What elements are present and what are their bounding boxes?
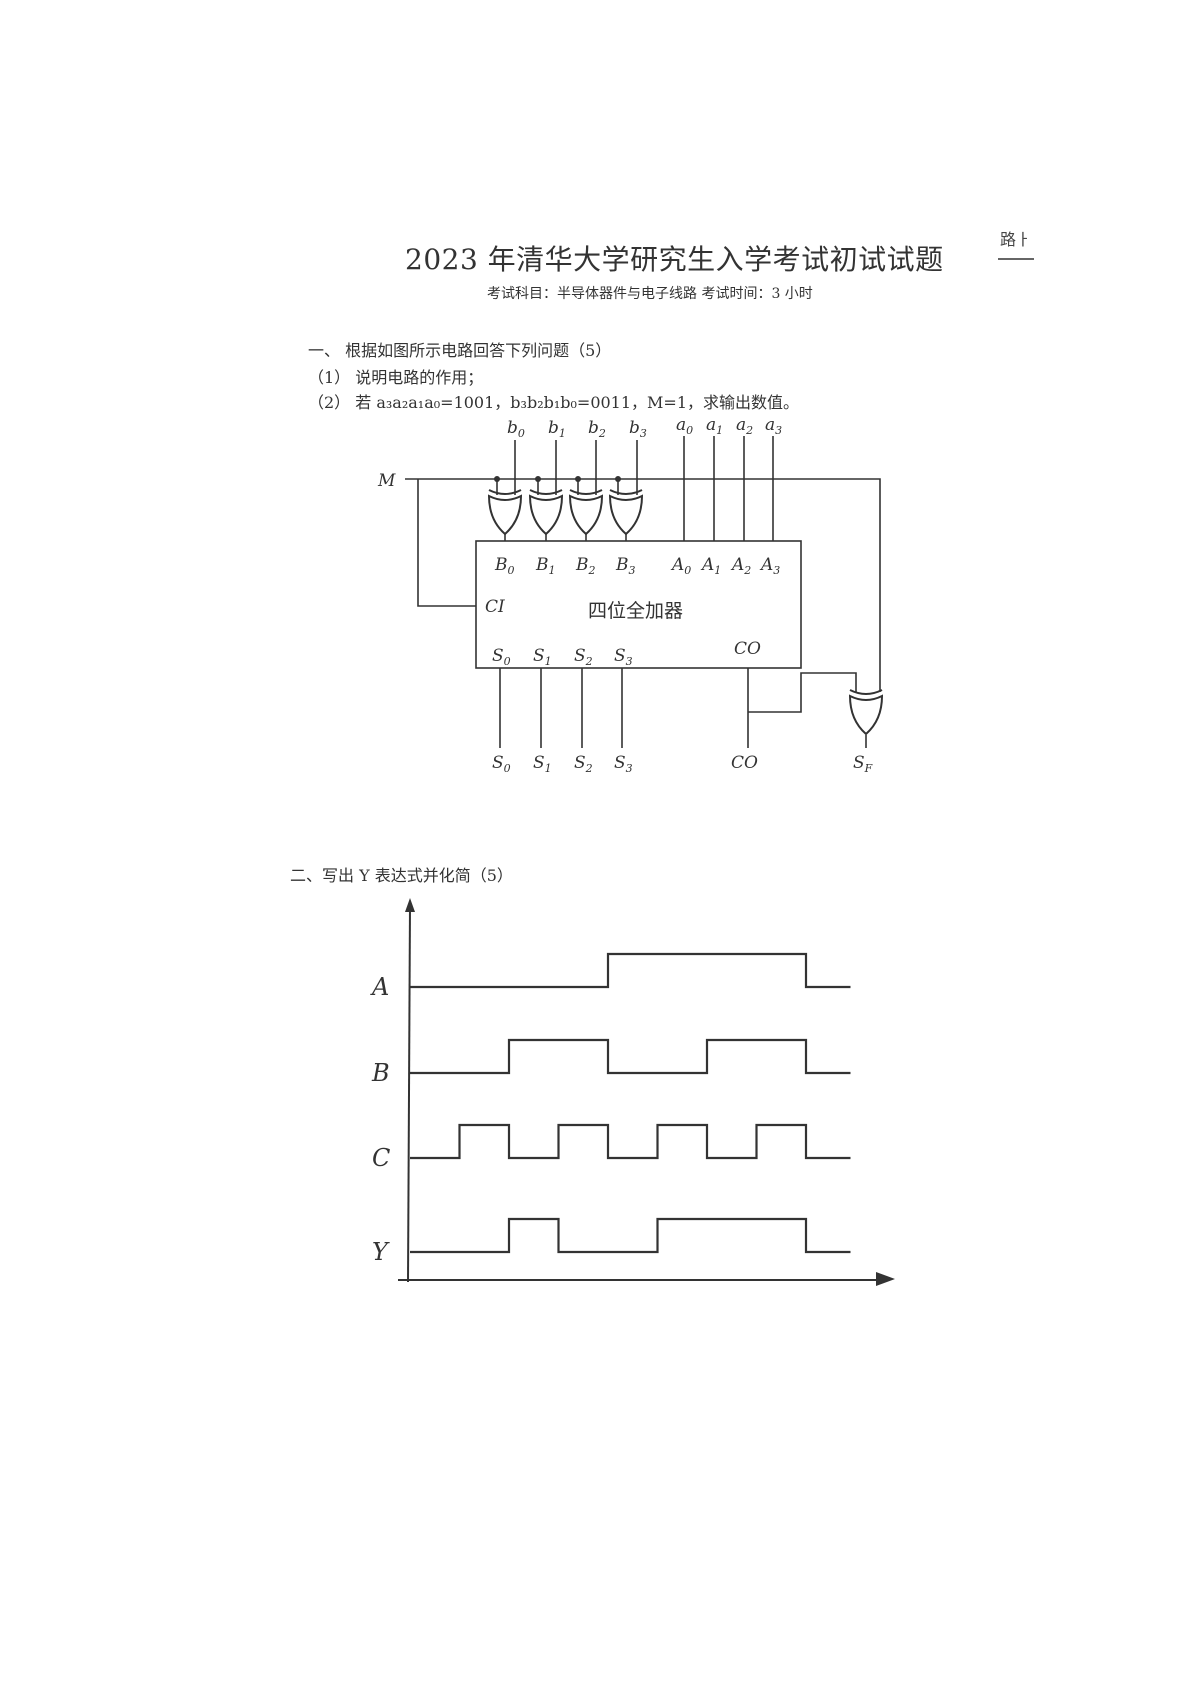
adder-pin-CI: CI <box>485 597 505 617</box>
y-axis-arrow-icon <box>405 898 415 912</box>
adder-circuit-diagram: b0B0b1B1b2B2b3B3a0A0a1A1a2A2a3A3S0S0S1S1… <box>377 415 884 775</box>
xor-gate-b2 <box>568 489 604 536</box>
input-label-a2: a2 <box>736 415 753 437</box>
question1-heading: 一、 根据如图所示电路回答下列问题（5） <box>308 341 612 360</box>
carry-out-wire <box>747 668 857 748</box>
junction-dot <box>615 476 621 482</box>
junction-dot <box>494 476 500 482</box>
mode-line <box>405 478 881 692</box>
full-adder-box <box>475 540 802 669</box>
output-label-s2: S2 <box>574 753 593 775</box>
waveform-B <box>410 1038 851 1075</box>
adder-pin-A2: A2 <box>730 555 751 577</box>
adder-pin-B0: B0 <box>494 555 515 577</box>
x-axis-arrow-icon <box>876 1272 895 1286</box>
adder-name: 四位全加器 <box>588 600 683 622</box>
xor-gate-b3 <box>608 489 644 536</box>
output-label-co: CO <box>731 753 758 773</box>
output-label-s1: S1 <box>533 753 552 775</box>
input-label-a1: a1 <box>706 415 723 437</box>
carry-in-wire <box>417 479 476 607</box>
signal-label-B: B <box>371 1059 390 1087</box>
input-label-b3: b3 <box>629 418 647 440</box>
adder-pin-B2: B2 <box>575 555 596 577</box>
output-label-s3: S3 <box>614 753 633 775</box>
junction-dot <box>535 476 541 482</box>
question2-heading: 二、写出 Y 表达式并化简（5） <box>290 866 513 885</box>
input-label-b2: b2 <box>588 418 606 440</box>
input-label-b1: b1 <box>548 418 566 440</box>
input-label-a0: a0 <box>676 415 693 437</box>
adder-pin-A1: A1 <box>700 555 721 577</box>
adder-pin-S2: S2 <box>574 646 593 668</box>
adder-pin-S3: S3 <box>614 646 633 668</box>
margin-note: 路ㅏ <box>1000 230 1031 249</box>
adder-pin-S1: S1 <box>533 646 552 668</box>
margin-dash <box>998 258 1034 260</box>
input-label-b0: b0 <box>507 418 525 440</box>
adder-pin-S0: S0 <box>492 646 511 668</box>
adder-pin-B3: B3 <box>615 555 636 577</box>
adder-pin-CO: CO <box>734 639 761 659</box>
xor-gate-b0 <box>487 489 523 536</box>
xor-gate-b1 <box>528 489 564 536</box>
output-label-s0: S0 <box>492 753 511 775</box>
output-label-sf: SF <box>853 753 873 775</box>
adder-pin-A3: A3 <box>759 555 780 577</box>
signal-label-Y: Y <box>372 1238 390 1266</box>
y-axis <box>407 904 411 1283</box>
question1-part1: （1） 说明电路的作用； <box>308 368 484 387</box>
signal-label-C: C <box>372 1144 390 1172</box>
waveform-A <box>410 952 851 989</box>
waveform-C <box>410 1123 851 1160</box>
question1-part2: （2） 若 a₃a₂a₁a₀=1001，b₃b₂b₁b₀=0011，M=1，求输… <box>308 393 800 412</box>
exam-title: 2023 年清华大学研究生入学考试初试试题 <box>405 243 944 276</box>
waveform-Y <box>410 1217 851 1254</box>
input-label-a3: a3 <box>765 415 782 437</box>
adder-pin-A0: A0 <box>670 555 691 577</box>
mode-input-label: M <box>377 471 396 491</box>
signal-label-A: A <box>370 973 389 1001</box>
exam-subtitle: 考试科目：半导体器件与电子线路 考试时间：3 小时 <box>487 286 813 302</box>
adder-pin-B1: B1 <box>535 555 556 577</box>
junction-dot <box>575 476 581 482</box>
xor-gate-flag <box>848 689 884 736</box>
